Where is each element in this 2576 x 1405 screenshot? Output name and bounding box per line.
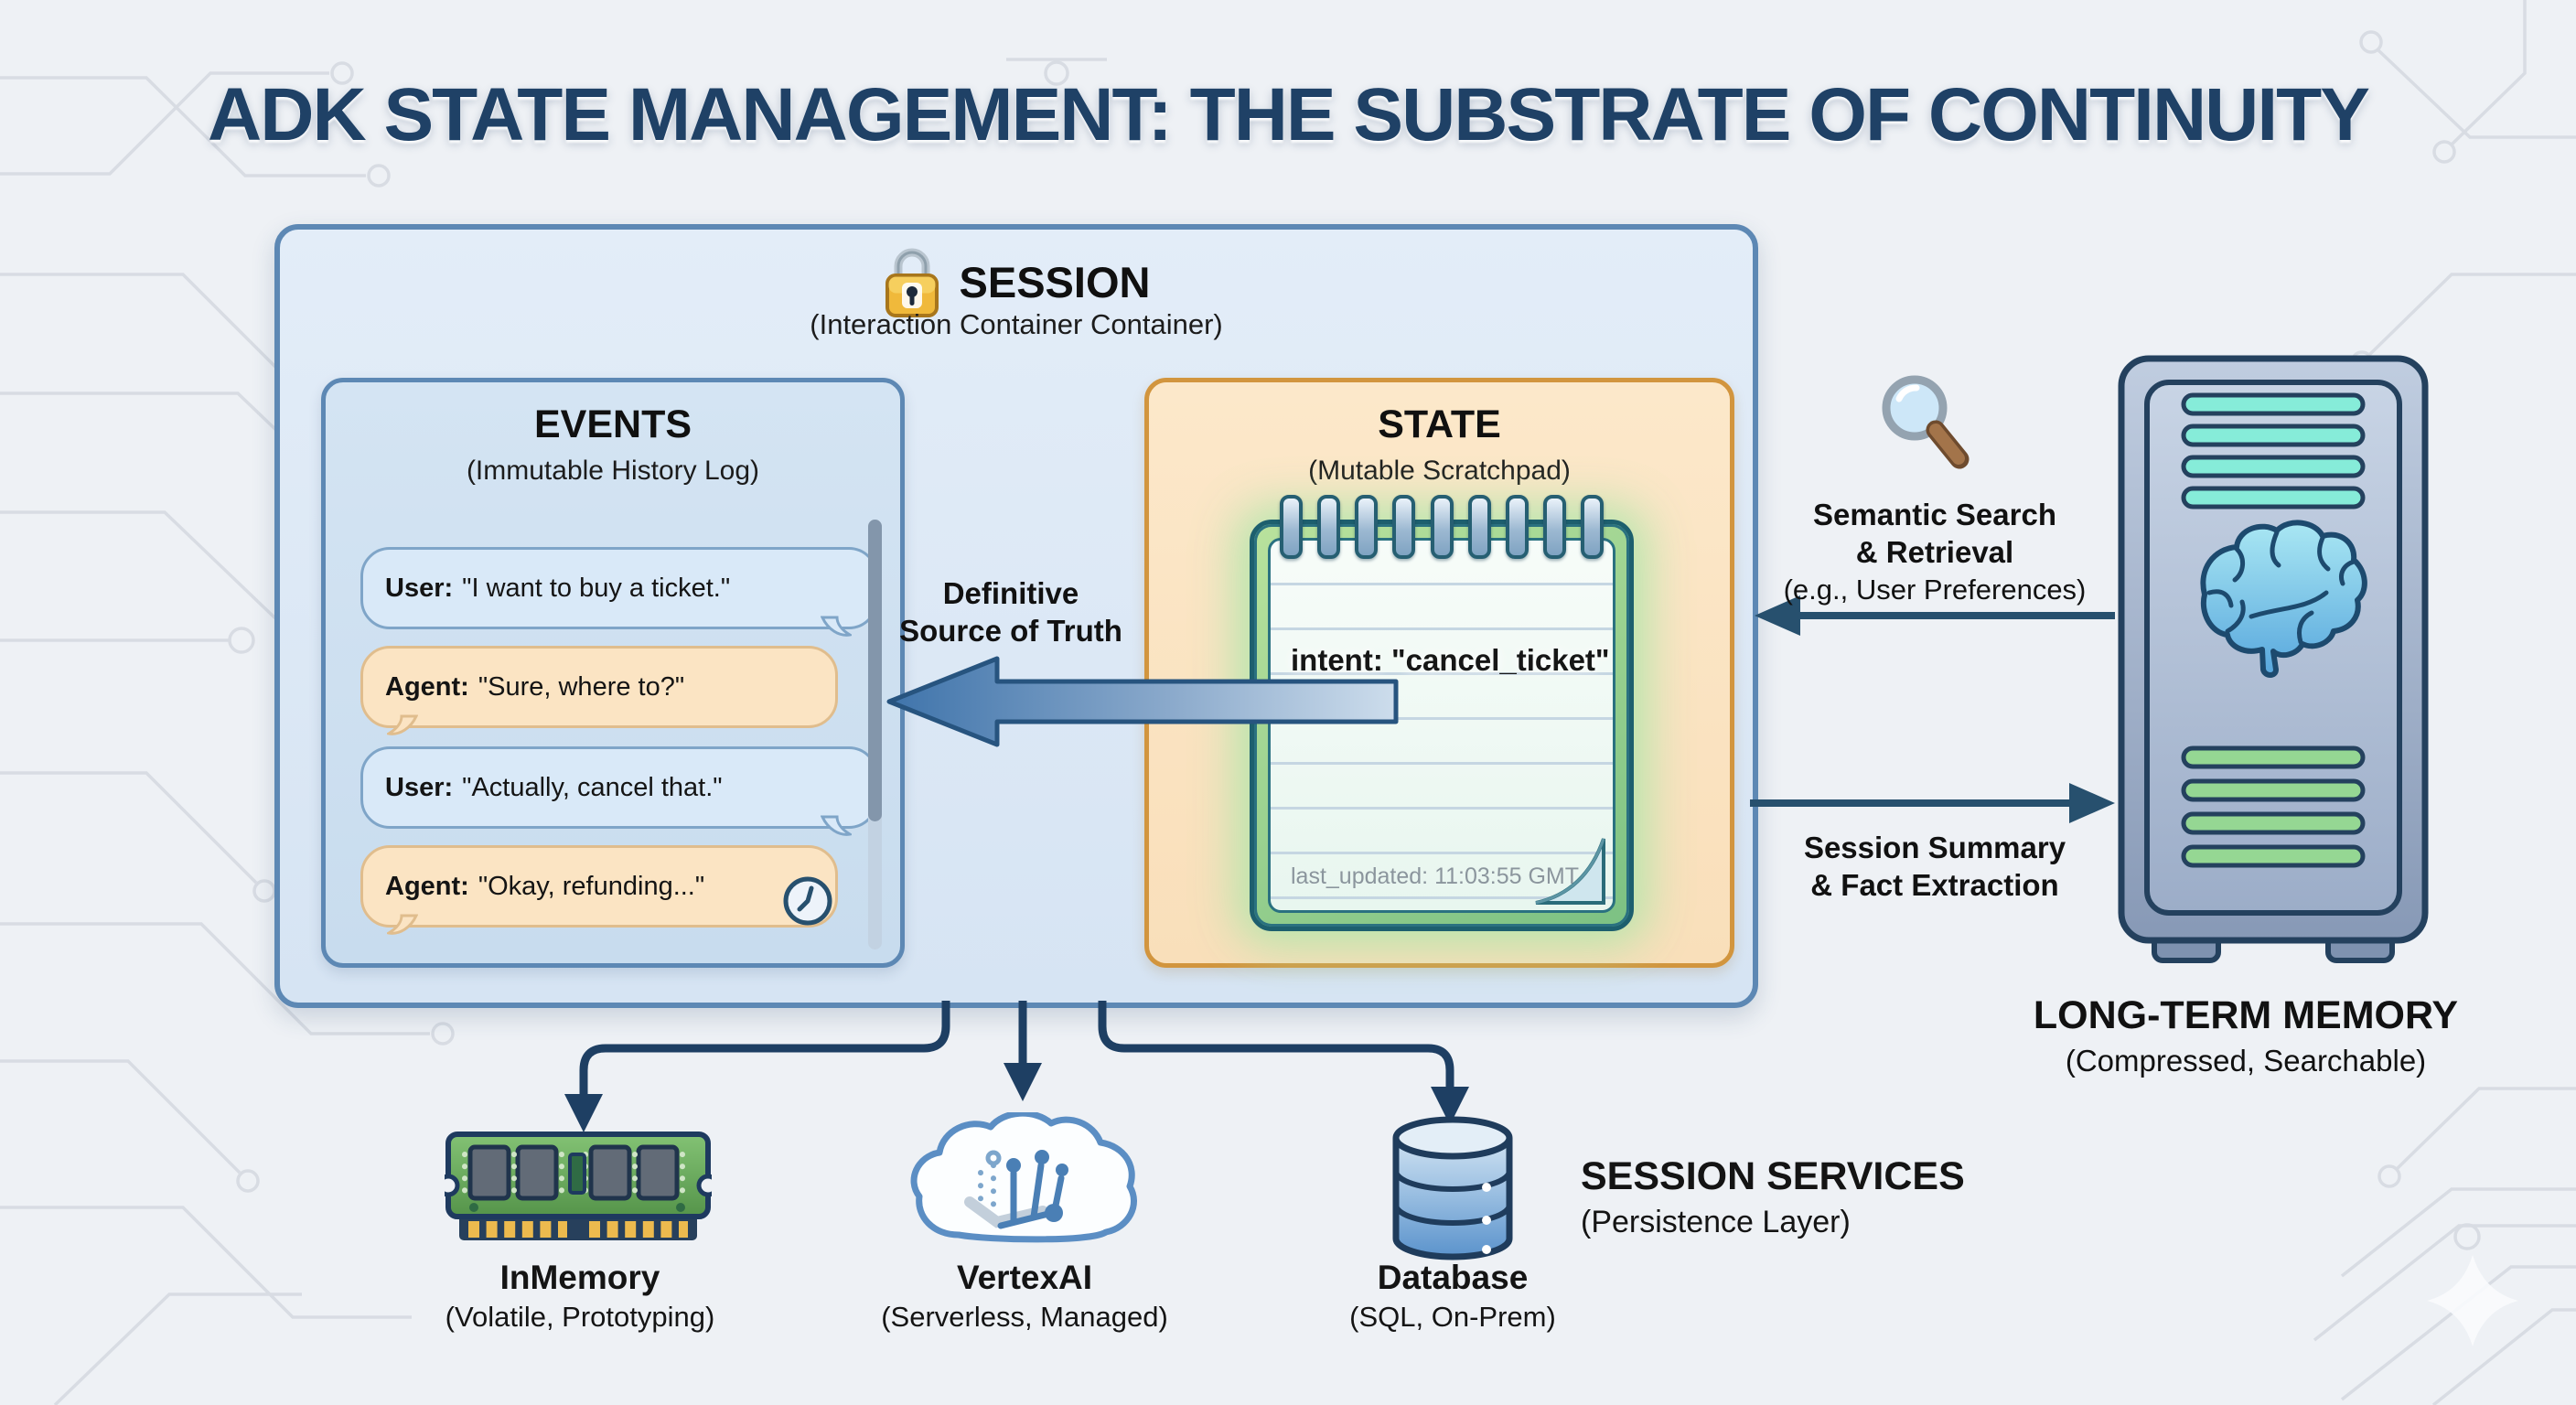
bubble-tail	[387, 714, 418, 735]
provider-name: InMemory	[499, 1259, 660, 1296]
events-subtitle: (Immutable History Log)	[466, 456, 760, 486]
truth-arrow	[886, 656, 1399, 747]
provider-detail: (Volatile, Prototyping)	[445, 1301, 715, 1333]
scrollbar-track[interactable]	[868, 520, 882, 949]
message-speaker: Agent:	[385, 871, 469, 901]
message-text: "Actually, cancel that."	[462, 772, 723, 802]
message-speaker: User:	[385, 772, 454, 802]
summary-line2: & Fact Extraction	[1810, 868, 2059, 902]
chat-bubble-agent: Agent: "Sure, where to?"	[360, 646, 838, 735]
session-container: SESSION (Interaction Container Container…	[274, 224, 1758, 1008]
services-subtitle: (Persistence Layer)	[1581, 1205, 1851, 1239]
database-label: Database (SQL, On-Prem)	[1292, 1259, 1614, 1334]
notepad: intent: "cancel_ticket" last_updated: 11…	[1250, 495, 1634, 931]
inmemory-label: InMemory (Volatile, Prototyping)	[419, 1259, 741, 1334]
message-text: "I want to buy a ticket."	[462, 573, 731, 603]
session-header: SESSION	[280, 244, 1753, 319]
notepad-paper: intent: "cancel_ticket" last_updated: 11…	[1268, 538, 1615, 913]
message-text: "Sure, where to?"	[478, 671, 685, 702]
brain-icon	[2200, 520, 2367, 678]
summary-line1: Session Summary	[1803, 831, 2066, 864]
provider-detail: (SQL, On-Prem)	[1349, 1301, 1556, 1333]
state-entry: intent: "cancel_ticket"	[1291, 643, 1610, 677]
database-icon	[1392, 1116, 1513, 1260]
session-subtitle: (Interaction Container Container)	[810, 308, 1223, 340]
message-text: "Okay, refunding..."	[478, 871, 705, 901]
provider-name: Database	[1377, 1259, 1529, 1296]
spiral-ring	[1467, 495, 1491, 559]
cloud-icon	[910, 1112, 1137, 1243]
truth-line2: Source of Truth	[899, 614, 1122, 648]
session-title: SESSION	[959, 257, 1151, 306]
lock-icon	[885, 248, 939, 317]
state-title: STATE	[1378, 402, 1501, 446]
provider-name: VertexAI	[956, 1259, 1093, 1296]
events-title: EVENTS	[533, 402, 692, 446]
long-term-memory-label: LONG-TERM MEMORY (Compressed, Searchable…	[2012, 993, 2479, 1078]
spiral-ring	[1280, 495, 1303, 559]
semantic-search-label: Semantic Search & Retrieval (e.g., User …	[1770, 496, 2099, 608]
clock-icon	[783, 876, 832, 926]
spiral-ring	[1317, 495, 1341, 559]
state-subtitle: (Mutable Scratchpad)	[1308, 456, 1571, 486]
spiral-ring	[1542, 495, 1566, 559]
semantic-line3: (e.g., User Preferences)	[1783, 574, 2087, 606]
truth-label: Definitive Source of Truth	[874, 574, 1148, 649]
ram-icon	[445, 1132, 712, 1240]
truth-line1: Definitive	[942, 576, 1079, 610]
circuit-nodes	[964, 1150, 1068, 1229]
bubble-tail	[387, 914, 418, 935]
session-services-label: SESSION SERVICES (Persistence Layer)	[1581, 1154, 2002, 1240]
message-speaker: Agent:	[385, 671, 469, 702]
message-speaker: User:	[385, 573, 454, 603]
spiral-ring	[1581, 495, 1604, 559]
last-updated: last_updated: 11:03:55 GMT	[1291, 863, 1580, 889]
ltm-title: LONG-TERM MEMORY	[2033, 993, 2459, 1037]
chat-bubble-user: User: "Actually, cancel that."	[360, 746, 878, 836]
semantic-line1: Semantic Search	[1813, 498, 2056, 531]
spiral-ring	[1505, 495, 1529, 559]
bubble-tail	[821, 815, 852, 836]
semantic-line2: & Retrieval	[1855, 535, 2014, 569]
provider-detail: (Serverless, Managed)	[881, 1301, 1168, 1333]
vertexai-label: VertexAI (Serverless, Managed)	[864, 1259, 1186, 1334]
page-title: ADK STATE MANAGEMENT: THE SUBSTRATE OF C…	[208, 72, 2370, 156]
spiral-binding	[1280, 495, 1604, 559]
chat-bubble-user: User: "I want to buy a ticket."	[360, 547, 878, 637]
services-title: SESSION SERVICES	[1581, 1154, 1965, 1198]
spiral-ring	[1392, 495, 1416, 559]
magnifier-icon	[1882, 375, 1970, 469]
scrollbar-thumb[interactable]	[868, 520, 882, 821]
session-summary-label: Session Summary & Fact Extraction	[1784, 829, 2086, 904]
chat-bubble-agent: Agent: "Okay, refunding..."	[360, 845, 838, 935]
events-panel: EVENTS (Immutable History Log) User: "I …	[321, 378, 905, 968]
bubble-tail	[821, 616, 852, 637]
spiral-ring	[1430, 495, 1454, 559]
long-term-memory-server	[2118, 355, 2429, 963]
ltm-subtitle: (Compressed, Searchable)	[2065, 1044, 2427, 1078]
page-curl	[1535, 838, 1605, 905]
spiral-ring	[1355, 495, 1379, 559]
state-panel: STATE (Mutable Scratchpad) intent: "canc…	[1144, 378, 1734, 968]
